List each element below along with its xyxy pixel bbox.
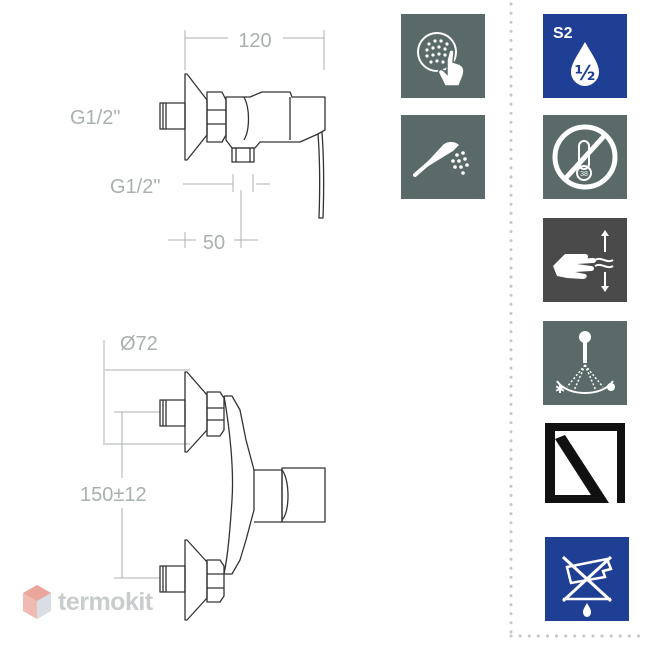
diameter-label: Ø72 (120, 333, 158, 355)
termokit-logo-icon (23, 585, 51, 619)
half-fraction-label: ½ (575, 61, 596, 85)
outlet-thread-label: G1/2" (110, 176, 160, 198)
s2-label: S2 (553, 25, 573, 42)
inlet-thread-label: G1/2" (70, 107, 120, 129)
s2-half-flow-icon: S2 ½ (543, 14, 627, 98)
front-view-drawing (103, 340, 326, 621)
shower-head-touch-icon (401, 14, 485, 98)
temperature-value: 38 (580, 171, 588, 178)
hand-shower-icon (401, 115, 485, 199)
center-distance-label: 150±12 (80, 484, 147, 506)
spout-offset-label: 50 (203, 232, 225, 254)
svg-text:✱: ✱ (555, 382, 565, 396)
width-dimension-label: 120 (238, 30, 271, 52)
termokit-wordmark: termokit (58, 587, 153, 616)
hand-lever-up-down-icon (543, 218, 627, 302)
side-view-drawing (159, 30, 326, 248)
hot-cold-mixer-icon: ✱ (543, 321, 627, 405)
termokit-watermark: termokit (22, 582, 153, 622)
no-descaling-icon (545, 537, 629, 621)
no-thermostat-icon: 38 (543, 115, 627, 199)
brand-n-logo-icon (543, 421, 627, 505)
